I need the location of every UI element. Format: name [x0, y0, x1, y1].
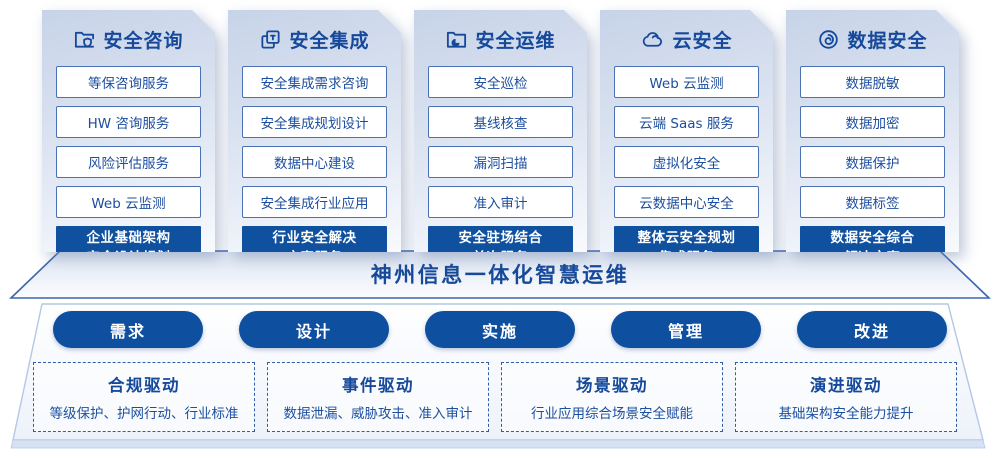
- service-item: 风险评估服务: [56, 146, 201, 178]
- banner-title: 神州信息一体化智慧运维: [370, 263, 630, 287]
- service-item: 安全集成规划设计: [242, 106, 387, 138]
- service-card-3: 安全运维安全巡检基线核查漏洞扫描准入审计安全驻场结合单次服务: [414, 10, 587, 252]
- card-footer-line: 整体云安全规划: [637, 230, 736, 247]
- driver-box: 演进驱动基础架构安全能力提升: [735, 362, 957, 432]
- driver-box: 事件驱动数据泄漏、威胁攻击、准入审计: [267, 362, 489, 432]
- service-card-body: 安全运维安全巡检基线核查漏洞扫描准入审计安全驻场结合单次服务: [414, 10, 587, 252]
- service-item: 漏洞扫描: [428, 146, 573, 178]
- service-item: 云端 Saas 服务: [614, 106, 759, 138]
- driver-desc: 等级保护、护网行动、行业标准: [49, 406, 239, 422]
- card-footer-line: 安全设计规划: [87, 249, 171, 252]
- driver-box: 场景驱动行业应用综合场景安全赋能: [501, 362, 723, 432]
- card-header: 云安全: [614, 25, 759, 53]
- service-item: 安全巡检: [428, 66, 573, 98]
- service-item: 基线核查: [428, 106, 573, 138]
- process-pill: 改进: [797, 311, 947, 348]
- driver-title: 合规驱动: [108, 376, 180, 395]
- process-pill: 设计: [239, 311, 389, 348]
- service-item: 数据保护: [800, 146, 945, 178]
- driver-title: 事件驱动: [342, 376, 414, 395]
- drivers-row: 合规驱动等级保护、护网行动、行业标准事件驱动数据泄漏、威胁攻击、准入审计场景驱动…: [33, 362, 957, 432]
- service-item: Web 云监测: [614, 66, 759, 98]
- driver-box: 合规驱动等级保护、护网行动、行业标准: [33, 362, 255, 432]
- card-footer-line: 单次服务: [473, 249, 529, 252]
- service-item: 数据中心建设: [242, 146, 387, 178]
- card-title: 安全集成: [289, 29, 370, 52]
- service-item: 等保咨询服务: [56, 66, 201, 98]
- service-item: Web 云监测: [56, 186, 201, 218]
- service-item: 云数据中心安全: [614, 186, 759, 218]
- process-pill: 管理: [611, 311, 761, 348]
- card-title: 数据安全: [847, 29, 928, 52]
- card-title: 安全咨询: [103, 29, 184, 52]
- driver-desc: 行业应用综合场景安全赋能: [531, 406, 693, 422]
- card-footer-solution: 整体云安全规划集成服务: [614, 226, 759, 252]
- service-item: 数据脱敏: [800, 66, 945, 98]
- card-footer-line: 方案服务: [287, 249, 343, 252]
- fingerprint-icon: [817, 28, 840, 51]
- driver-desc: 基础架构安全能力提升: [778, 406, 914, 422]
- service-item: 安全集成行业应用: [242, 186, 387, 218]
- service-item: 数据标签: [800, 186, 945, 218]
- card-title: 安全运维: [475, 29, 556, 52]
- process-pills-row: 需求设计实施管理改进: [53, 311, 947, 348]
- service-item: 安全集成需求咨询: [242, 66, 387, 98]
- service-card-body: 数据安全数据脱敏数据加密数据保护数据标签数据安全综合解决方案: [786, 10, 959, 252]
- process-pill: 需求: [53, 311, 203, 348]
- service-item: 虚拟化安全: [614, 146, 759, 178]
- card-footer-solution: 安全驻场结合单次服务: [428, 226, 573, 252]
- copy-docs-icon: [259, 28, 282, 51]
- service-card-body: 安全集成安全集成需求咨询安全集成规划设计数据中心建设安全集成行业应用行业安全解决…: [228, 10, 401, 252]
- folder-pie-icon: [445, 28, 468, 51]
- card-footer-line: 解决方案: [845, 249, 901, 252]
- process-pill: 实施: [425, 311, 575, 348]
- card-footer-line: 企业基础架构: [86, 230, 171, 247]
- service-card-5: 数据安全数据脱敏数据加密数据保护数据标签数据安全综合解决方案: [786, 10, 959, 252]
- driver-title: 演进驱动: [810, 376, 882, 395]
- card-footer-line: 集成服务: [659, 249, 715, 252]
- service-item: 数据加密: [800, 106, 945, 138]
- service-card-2: 安全集成安全集成需求咨询安全集成规划设计数据中心建设安全集成行业应用行业安全解决…: [228, 10, 401, 252]
- card-header: 安全集成: [242, 25, 387, 53]
- service-item: HW 咨询服务: [56, 106, 201, 138]
- driver-desc: 数据泄漏、威胁攻击、准入审计: [283, 406, 473, 422]
- card-footer-solution: 数据安全综合解决方案: [800, 226, 945, 252]
- card-footer-solution: 行业安全解决方案服务: [242, 226, 387, 252]
- folder-shield-icon: [73, 28, 96, 51]
- driver-title: 场景驱动: [576, 376, 648, 395]
- card-header: 安全运维: [428, 25, 573, 53]
- card-footer-solution: 企业基础架构安全设计规划: [56, 226, 201, 252]
- card-title: 云安全: [672, 29, 733, 52]
- card-header: 数据安全: [800, 25, 945, 53]
- card-footer-line: 数据安全综合: [830, 230, 915, 247]
- cloud-icon: [640, 28, 665, 51]
- card-header: 安全咨询: [56, 25, 201, 53]
- card-footer-line: 安全驻场结合: [458, 230, 543, 247]
- service-item: 准入审计: [428, 186, 573, 218]
- card-footer-line: 行业安全解决: [272, 230, 357, 247]
